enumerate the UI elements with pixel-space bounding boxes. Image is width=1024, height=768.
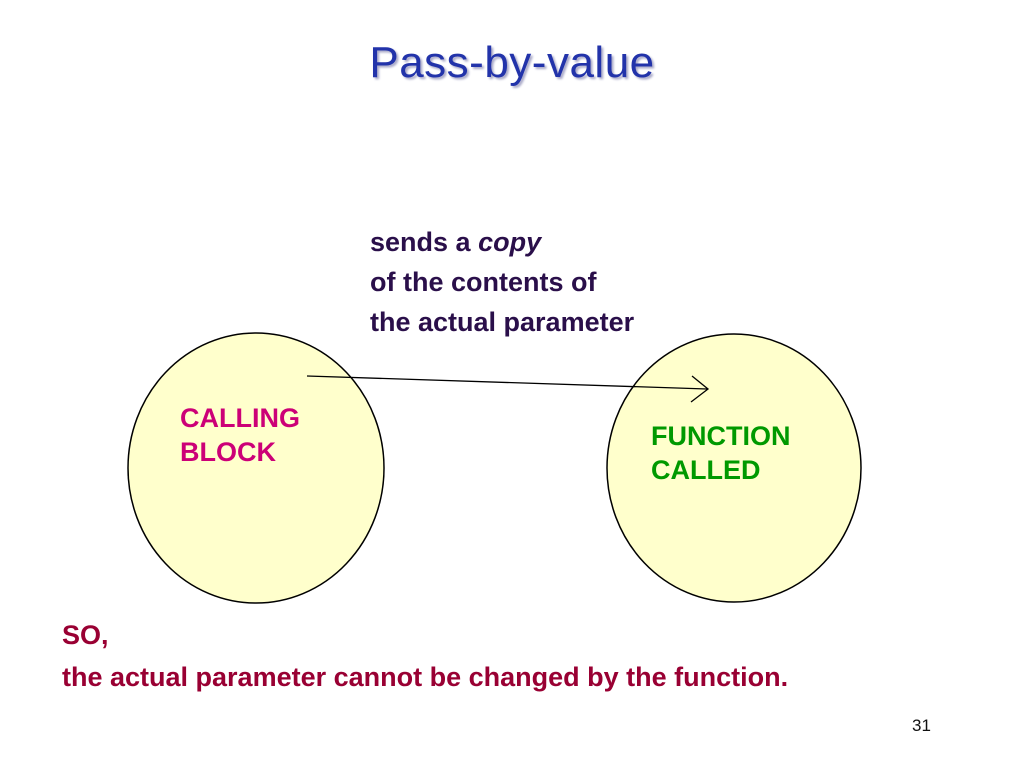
annotation-line-3: the actual parameter — [370, 307, 635, 337]
calling-block-label-line-1: CALLING — [180, 403, 300, 433]
calling-block-circle — [127, 332, 385, 604]
annotation-line-1-prefix: sends a — [370, 227, 479, 257]
conclusion-line-1: SO, — [62, 620, 109, 650]
annotation-line-2: of the contents of — [370, 267, 597, 297]
copy-annotation: sends a copy of the contents of the actu… — [370, 222, 634, 342]
annotation-line-1: sends a copy — [370, 222, 634, 262]
function-called-label: FUNCTION CALLED — [651, 419, 790, 487]
copy-arrow-line — [306, 375, 708, 390]
calling-block-label: CALLING BLOCK — [180, 401, 300, 469]
copy-arrow-head — [690, 375, 710, 403]
calling-block-label-line-2: BLOCK — [180, 437, 276, 467]
function-called-label-line-2: CALLED — [651, 455, 761, 485]
conclusion-text: SO, the actual parameter cannot be chang… — [62, 614, 788, 698]
annotation-copy-emphasis: copy — [478, 227, 542, 257]
page-number: 31 — [912, 716, 931, 735]
slide-title: Pass-by-value — [369, 38, 655, 87]
function-called-label-line-1: FUNCTION — [651, 421, 791, 451]
conclusion-line-2: the actual parameter cannot be changed b… — [62, 662, 789, 692]
function-called-circle — [606, 333, 862, 603]
